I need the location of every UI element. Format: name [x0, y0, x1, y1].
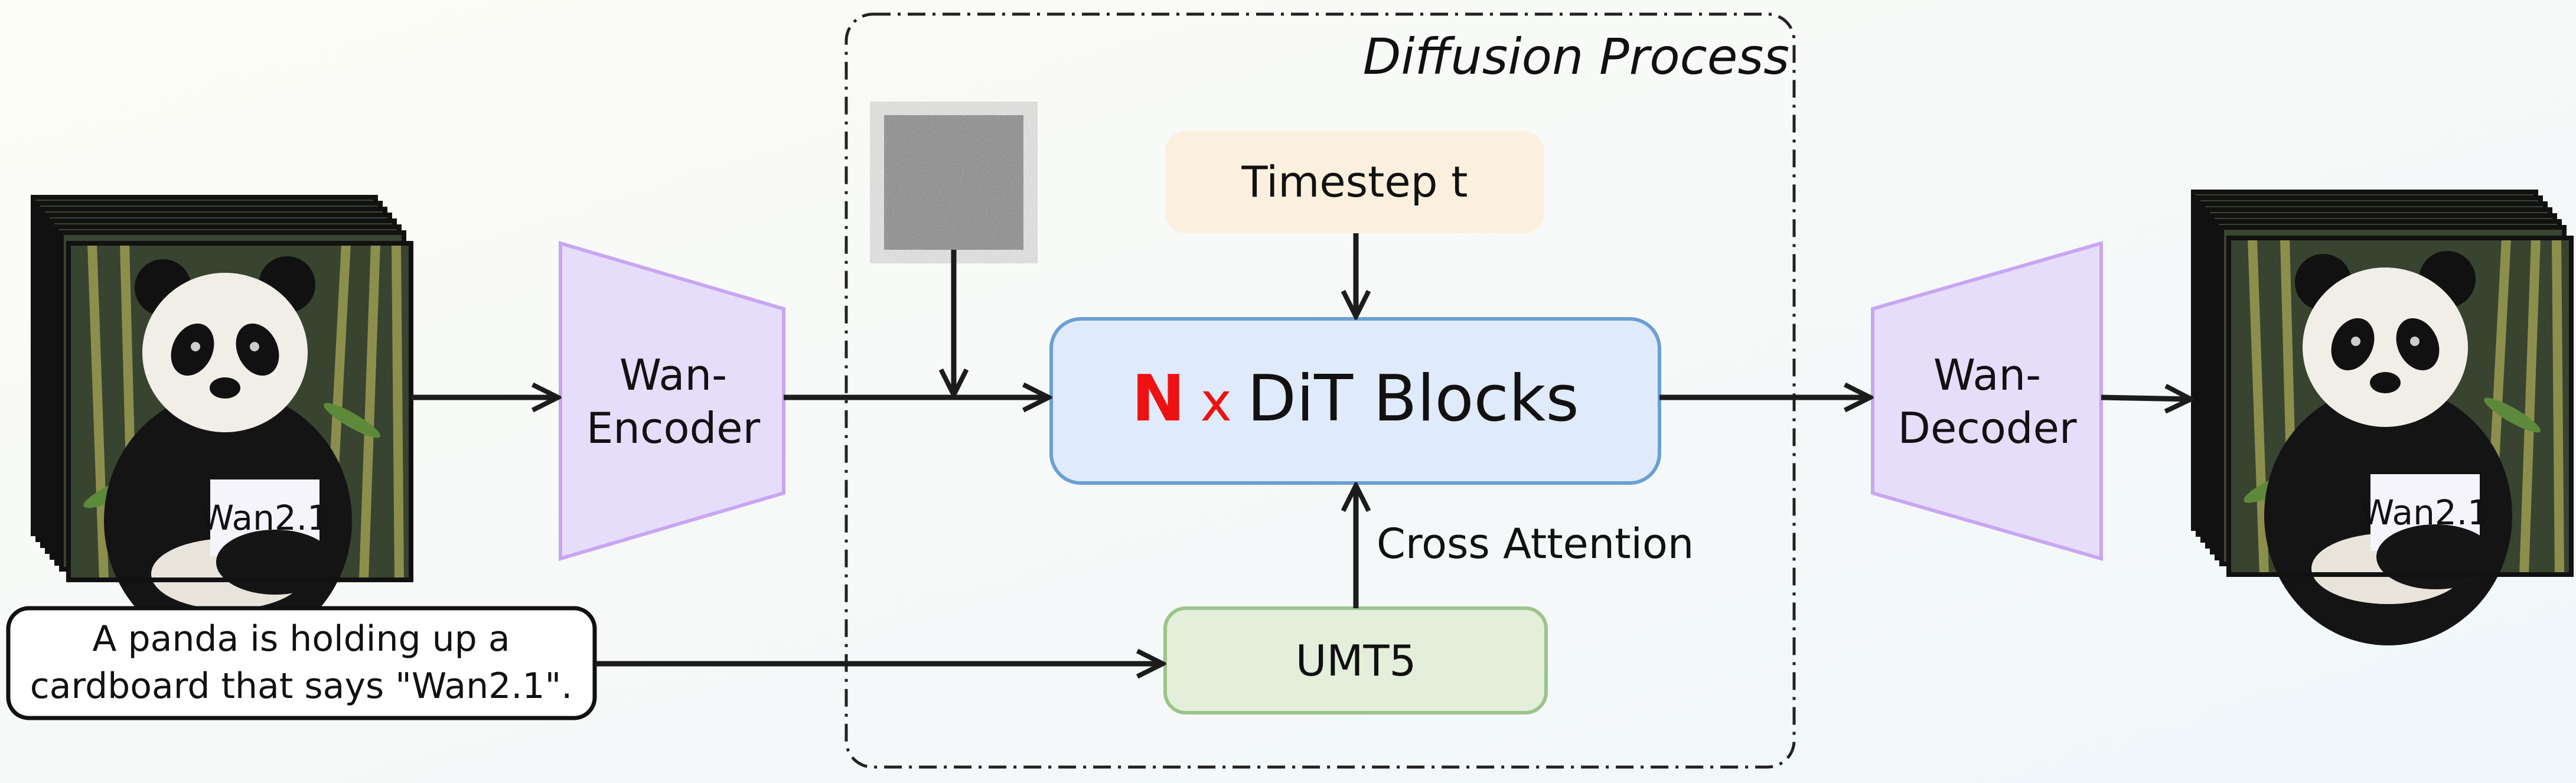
prompt-line-1: A panda is holding up a [92, 618, 510, 660]
cross-attention-label: Cross Attention [1377, 520, 1694, 568]
dit-times: x [1201, 371, 1232, 433]
input-sign-text: Wan2.1 [200, 498, 329, 538]
diffusion-process-label: Diffusion Process [1363, 28, 1789, 86]
wan-decoder-block [1871, 241, 2103, 561]
encoder-label-line2: Encoder [586, 403, 761, 453]
output-video-frames: Wan2.1 [2193, 192, 2571, 645]
output-sign-text: Wan2.1 [2360, 492, 2489, 533]
wan-encoder-block [559, 240, 785, 562]
umt5-label: UMT5 [1296, 636, 1417, 686]
input-video-frames: Wan2.1 [33, 197, 411, 651]
decoder-label-line1: Wan- [1933, 350, 2041, 400]
prompt-line-2: cardboard that says "Wan2.1". [30, 665, 573, 707]
diffusion-process-container [844, 12, 1796, 769]
dit-label: DiT Blocks [1247, 362, 1579, 436]
dit-count: N [1132, 362, 1185, 436]
decoder-label-line2: Decoder [1898, 403, 2077, 453]
timestep-box [1165, 131, 1544, 233]
noise-image [884, 115, 1023, 250]
timestep-label: Timestep t [1241, 157, 1468, 207]
encoder-label-line1: Wan- [619, 350, 727, 400]
arrow-decoder-to-video [2101, 397, 2191, 399]
